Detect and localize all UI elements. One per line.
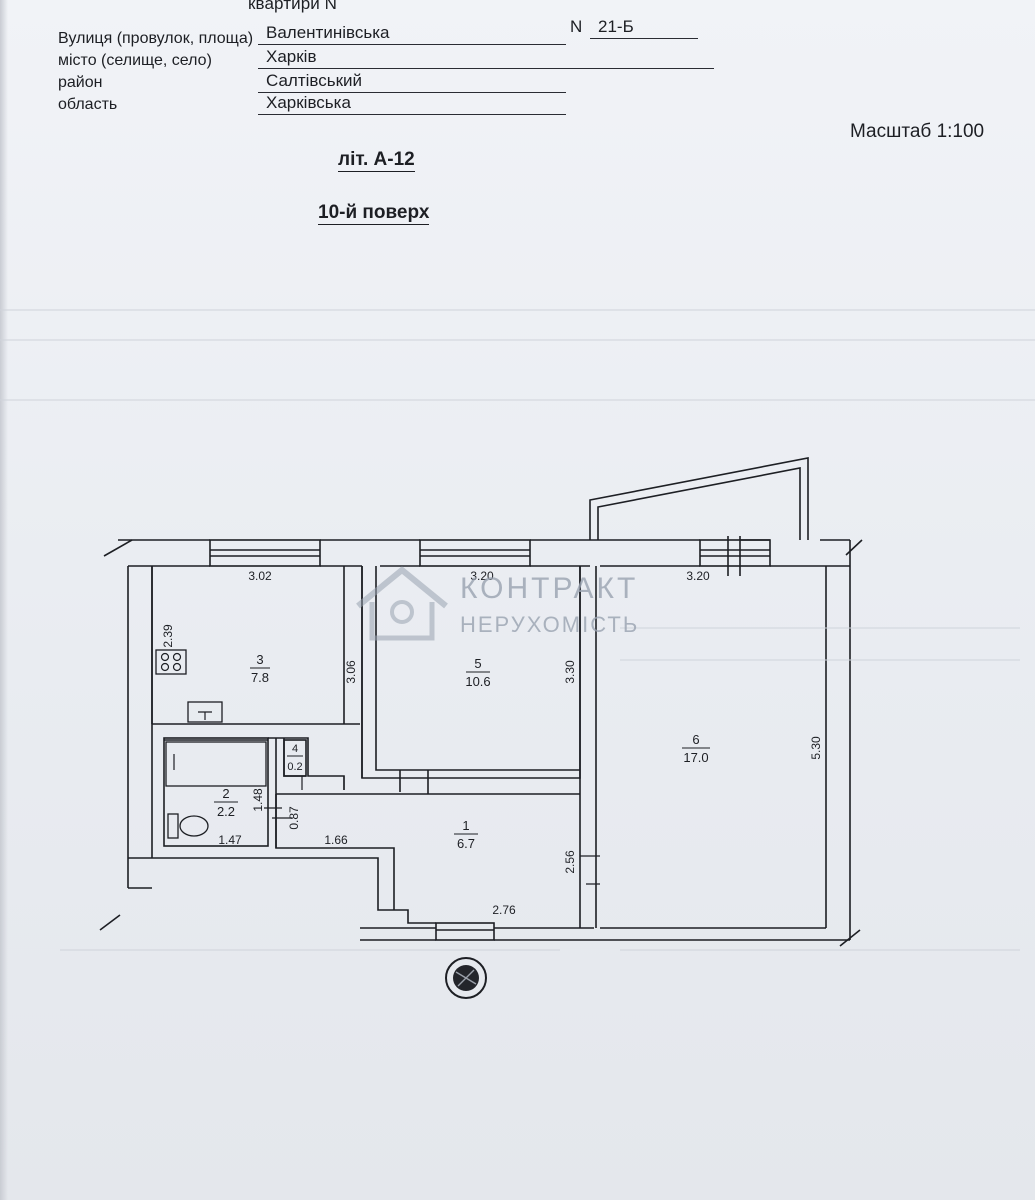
building-number-value: 21-Б [590, 17, 698, 39]
dim-room6-right: 5.30 [809, 736, 823, 760]
room-3-number: 3 [256, 652, 263, 667]
sink-icon [187, 701, 223, 723]
room-4-area: 0.2 [287, 761, 302, 773]
region-label: область [58, 96, 118, 113]
street-label: Вулиця (провулок, площа) [58, 30, 254, 47]
room-5-number: 5 [474, 656, 481, 671]
dim-room5-width: 3.20 [470, 569, 494, 583]
room-6-area: 17.0 [683, 750, 708, 765]
scale-label: Масштаб 1:100 [850, 121, 985, 142]
dim-hall-bottom: 2.76 [492, 903, 516, 917]
room-3-label: 3 7.8 [250, 652, 270, 685]
room-1-label: 1 6.7 [454, 818, 478, 851]
dim-kitchen-right: 3.06 [344, 660, 358, 684]
room-3-area: 7.8 [251, 670, 269, 685]
dim-bath-height: 1.48 [251, 788, 265, 812]
room-4-label: 4 0.2 [287, 743, 303, 773]
page-edge-shadow [0, 0, 8, 1200]
stamp-icon [445, 957, 487, 999]
street-value: Валентинівська [258, 23, 566, 45]
header-partial: квартири N [248, 0, 338, 13]
room-2-number: 2 [222, 786, 229, 801]
dim-kitchen-left: 2.39 [161, 624, 175, 648]
room-5-area: 10.6 [465, 674, 490, 689]
dim-room5-right: 3.30 [563, 660, 577, 684]
dim-bath-width: 1.47 [218, 833, 242, 847]
toilet-icon [167, 813, 209, 839]
room-6-label: 6 17.0 [682, 732, 710, 765]
dimension-ticks [264, 776, 600, 885]
dim-corridor-width: 1.66 [324, 833, 348, 847]
room-1-number: 1 [462, 818, 469, 833]
room-2-label: 2 2.2 [214, 786, 238, 819]
city-label: місто (селище, село) [58, 52, 212, 69]
dim-kitchen-width: 3.02 [248, 569, 272, 583]
watermark-brand-line1: КОНТРАКТ [460, 572, 639, 605]
room-5-label: 5 10.6 [465, 656, 490, 689]
background-table-lines [0, 309, 1035, 951]
bathtub-icon [165, 741, 267, 787]
room-4-number: 4 [292, 743, 298, 755]
litera-label: літ. А-12 [338, 149, 415, 172]
dim-room6-width: 3.20 [686, 569, 710, 583]
building-number-label: N [570, 17, 583, 36]
floor-label: 10-й поверх [318, 202, 430, 225]
stove-icon [155, 649, 187, 675]
watermark-brand-line2: НЕРУХОМІСТЬ [460, 612, 640, 637]
district-value: Салтівський [258, 71, 566, 93]
room-2-area: 2.2 [217, 804, 235, 819]
plan-walls [99, 457, 863, 947]
city-value: Харків [258, 47, 714, 69]
room-6-number: 6 [692, 732, 699, 747]
dim-hall-right: 2.56 [563, 850, 577, 874]
district-label: район [58, 74, 103, 91]
region-value: Харківська [258, 93, 566, 115]
room-1-area: 6.7 [457, 836, 475, 851]
dim-corridor-small: 0.87 [287, 806, 301, 830]
